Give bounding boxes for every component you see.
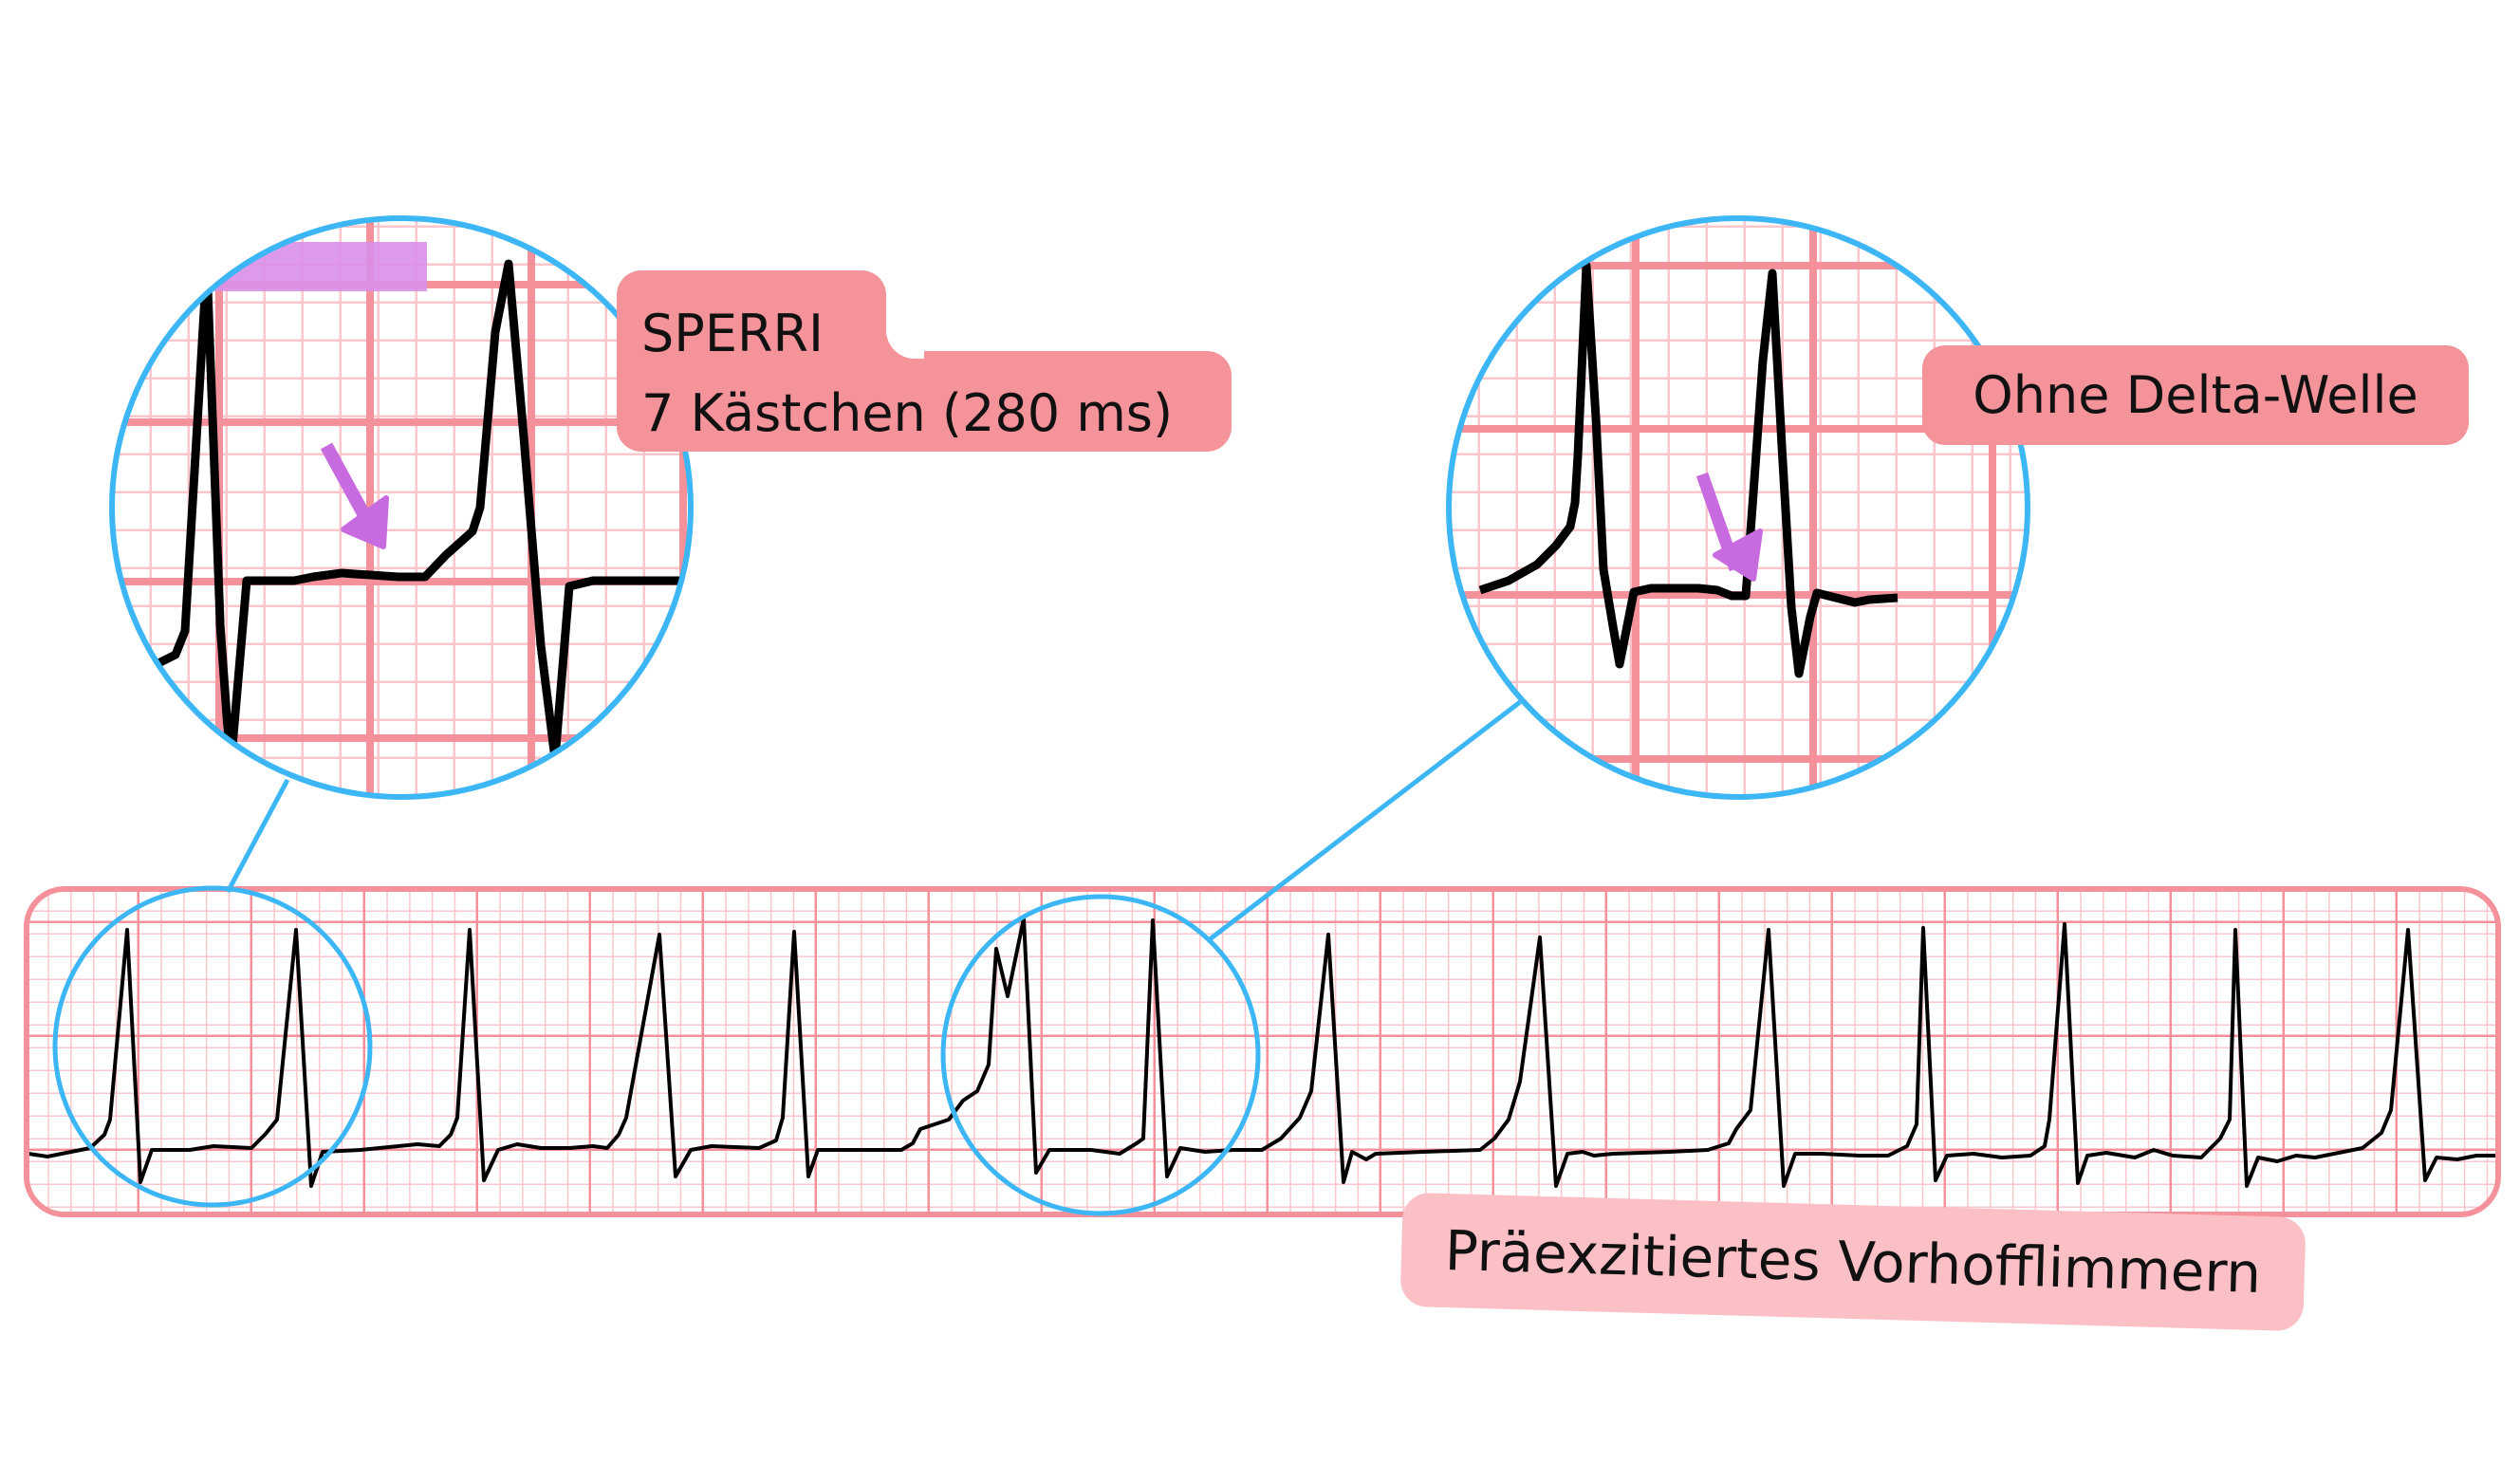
connector-left xyxy=(225,778,290,894)
connector-right xyxy=(1208,700,1522,941)
zoomed-trace-left xyxy=(131,259,691,773)
ecg-strip xyxy=(24,886,2501,1217)
arrow-down-right-icon xyxy=(320,442,389,549)
strip-ring-right xyxy=(940,894,1261,1216)
ecg-trace xyxy=(28,917,2498,1188)
delta-wave-text: Ohne Delta-Welle xyxy=(1973,364,2418,425)
delta-wave-label: Ohne Delta-Welle xyxy=(1922,345,2469,445)
sperri-label-notch xyxy=(886,321,924,359)
sperri-title: SPERRI xyxy=(641,304,824,363)
strip-ring-left xyxy=(52,885,373,1208)
arrow-down-right-icon xyxy=(1695,472,1763,582)
magnifier-right xyxy=(1446,215,2030,800)
sperri-label-bottom xyxy=(617,351,1232,452)
zoomed-trace-right xyxy=(1478,261,1899,678)
sperri-value: 7 Kästchen (280 ms) xyxy=(641,383,1174,443)
sperri-label: SPERRI 7 Kästchen (280 ms) xyxy=(641,294,1173,454)
magnifier-left xyxy=(109,215,694,800)
rhythm-text: Präexzitiertes Vorhofflimmern xyxy=(1443,1217,2263,1306)
